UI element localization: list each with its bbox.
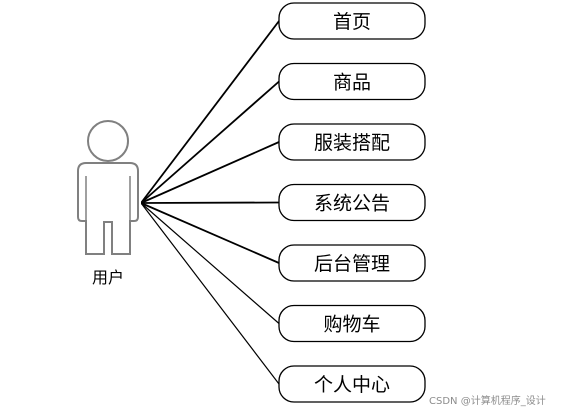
actor-body xyxy=(77,162,139,255)
use-case-label: 服装搭配 xyxy=(314,132,390,154)
use-case-profile: 个人中心 xyxy=(278,365,426,403)
connector-line xyxy=(140,20,280,204)
use-case-box xyxy=(278,304,426,343)
use-case-outfit: 服装搭配 xyxy=(278,123,426,161)
use-case-home: 首页 xyxy=(278,2,426,40)
connector-line xyxy=(140,202,280,385)
use-case-box xyxy=(278,183,426,222)
use-case-label: 首页 xyxy=(333,11,371,33)
actor-user: 用户 xyxy=(73,118,141,287)
connector-line xyxy=(140,141,280,204)
use-case-admin: 后台管理 xyxy=(278,244,426,282)
connector-lines xyxy=(140,20,280,385)
use-case-box xyxy=(278,244,426,282)
use-case-label: 购物车 xyxy=(323,314,380,336)
use-case-cart: 购物车 xyxy=(278,304,426,343)
use-case-products: 商品 xyxy=(278,62,426,101)
actor-label: 用户 xyxy=(92,268,124,287)
use-case-box xyxy=(278,2,426,40)
use-case-label: 商品 xyxy=(333,72,371,94)
connector-line xyxy=(140,202,280,264)
actor-head xyxy=(87,120,129,162)
connector-line xyxy=(140,202,280,324)
use-case-label: 系统公告 xyxy=(314,193,390,215)
use-case-box xyxy=(278,365,426,403)
watermark: CSDN @计算机程序_设计 xyxy=(429,396,546,407)
use-case-label: 个人中心 xyxy=(314,374,390,396)
use-case-announcement: 系统公告 xyxy=(278,183,426,222)
use-case-label: 后台管理 xyxy=(314,253,390,275)
use-case-box xyxy=(278,123,426,161)
connector-line xyxy=(140,201,280,204)
connector-line xyxy=(140,80,280,204)
use-case-box xyxy=(278,62,426,101)
